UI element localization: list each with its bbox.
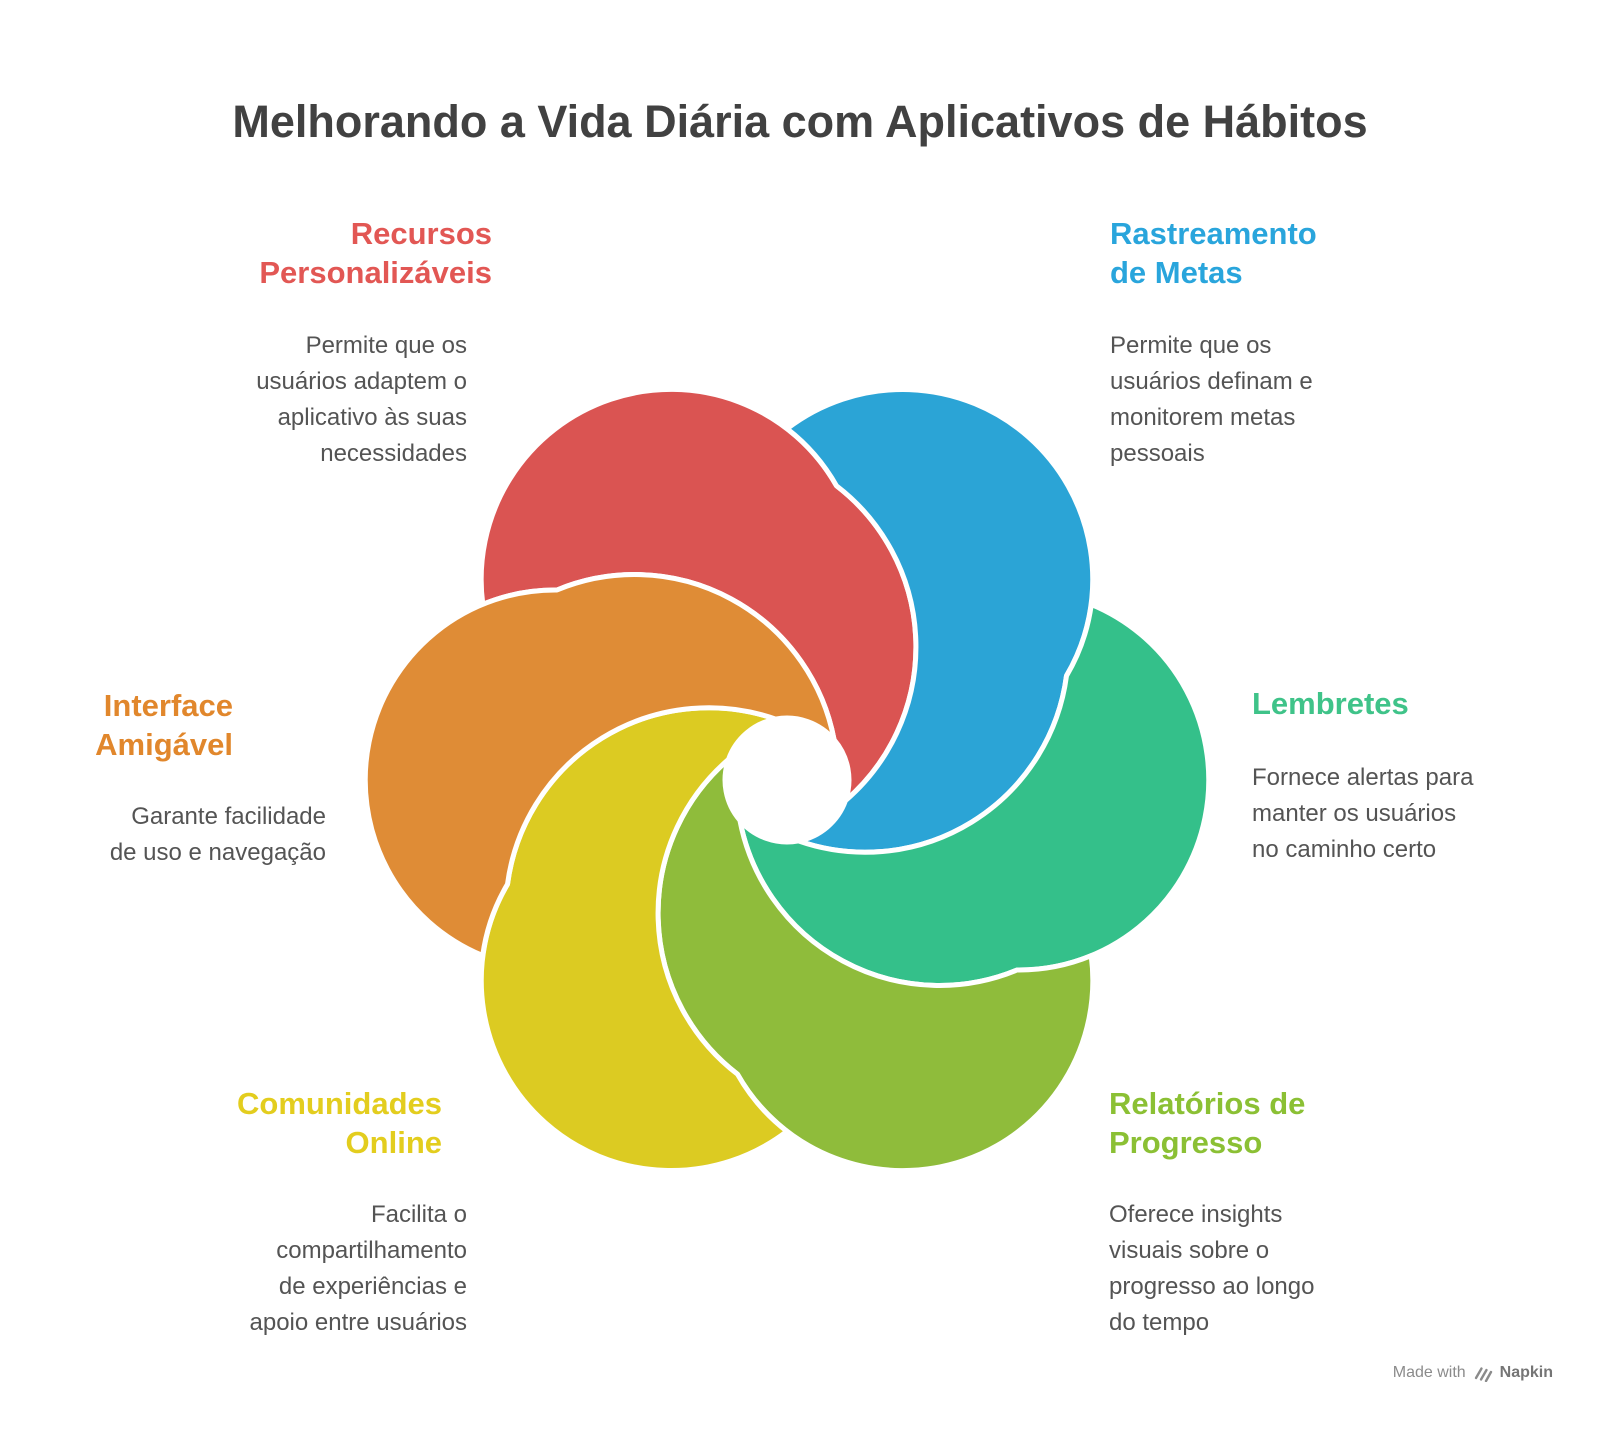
section-body-rastreamento: Permite que os usuários definam e monito… [1110,328,1313,472]
body-line: pessoais [1110,440,1205,467]
body-line: Oferece insights [1109,1201,1283,1228]
heading-line: Online [345,1125,442,1160]
body-line: do tempo [1109,1309,1210,1336]
made-with-napkin-credit: Made with Napkin [1393,1364,1553,1382]
body-line: progresso ao longo [1109,1273,1315,1300]
heading-line: Relatórios de [1109,1086,1306,1121]
body-line: aplicativo às suas [277,404,467,431]
section-body-interface: Garante facilidade de uso e navegação [110,799,326,871]
body-line: de experiências e [278,1273,467,1300]
heading-line: Comunidades [237,1086,442,1121]
heading-line: Lembretes [1252,686,1409,721]
section-body-lembretes: Fornece alertas para manter os usuários … [1252,760,1473,868]
body-line: compartilhamento [276,1237,467,1264]
heading-line: Rastreamento [1110,216,1317,251]
body-line: apoio entre usuários [249,1309,467,1336]
body-line: Permite que os [305,332,467,359]
section-body-recursos: Permite que os usuários adaptem o aplica… [256,328,467,472]
body-line: Facilita o [370,1201,467,1228]
body-line: de uso e navegação [109,839,326,866]
heading-line: Progresso [1109,1125,1263,1160]
section-heading-relatorios: Relatórios de Progresso [1109,1084,1305,1162]
body-line: Garante facilidade [131,803,326,830]
body-line: monitorem metas [1110,404,1296,431]
petal-orange [362,572,837,959]
section-heading-recursos: Recursos Personalizáveis [259,214,492,292]
body-line: necessidades [320,440,467,467]
napkin-brand-label: Napkin [1499,1364,1553,1381]
made-with-label: Made with [1392,1364,1466,1381]
section-heading-comunidades: Comunidades Online [237,1084,442,1162]
napkin-logo-icon [1474,1367,1492,1382]
body-line: usuários adaptem o [256,368,467,395]
body-line: manter os usuários [1252,800,1457,827]
body-line: no caminho certo [1252,836,1437,863]
heading-line: Amigável [95,727,233,762]
section-body-comunidades: Facilita o compartilhamento de experiênc… [250,1197,467,1341]
heading-line: Interface [103,688,233,723]
body-line: Permite que os [1110,332,1272,359]
body-line: Fornece alertas para [1252,764,1474,791]
page-title: Melhorando a Vida Diária com Aplicativos… [232,96,1368,147]
section-heading-interface: Interface Amigável [95,686,233,764]
heading-line: Recursos [350,216,492,251]
section-heading-rastreamento: Rastreamento de Metas [1110,214,1317,292]
body-line: usuários definam e [1110,368,1313,395]
body-line: visuais sobre o [1109,1237,1270,1264]
heading-line: Personalizáveis [259,255,492,290]
section-body-relatorios: Oferece insights visuais sobre o progres… [1109,1197,1314,1341]
section-heading-lembretes: Lembretes [1252,684,1409,723]
swirl-petals [362,386,1212,1174]
heading-line: de Metas [1110,255,1243,290]
